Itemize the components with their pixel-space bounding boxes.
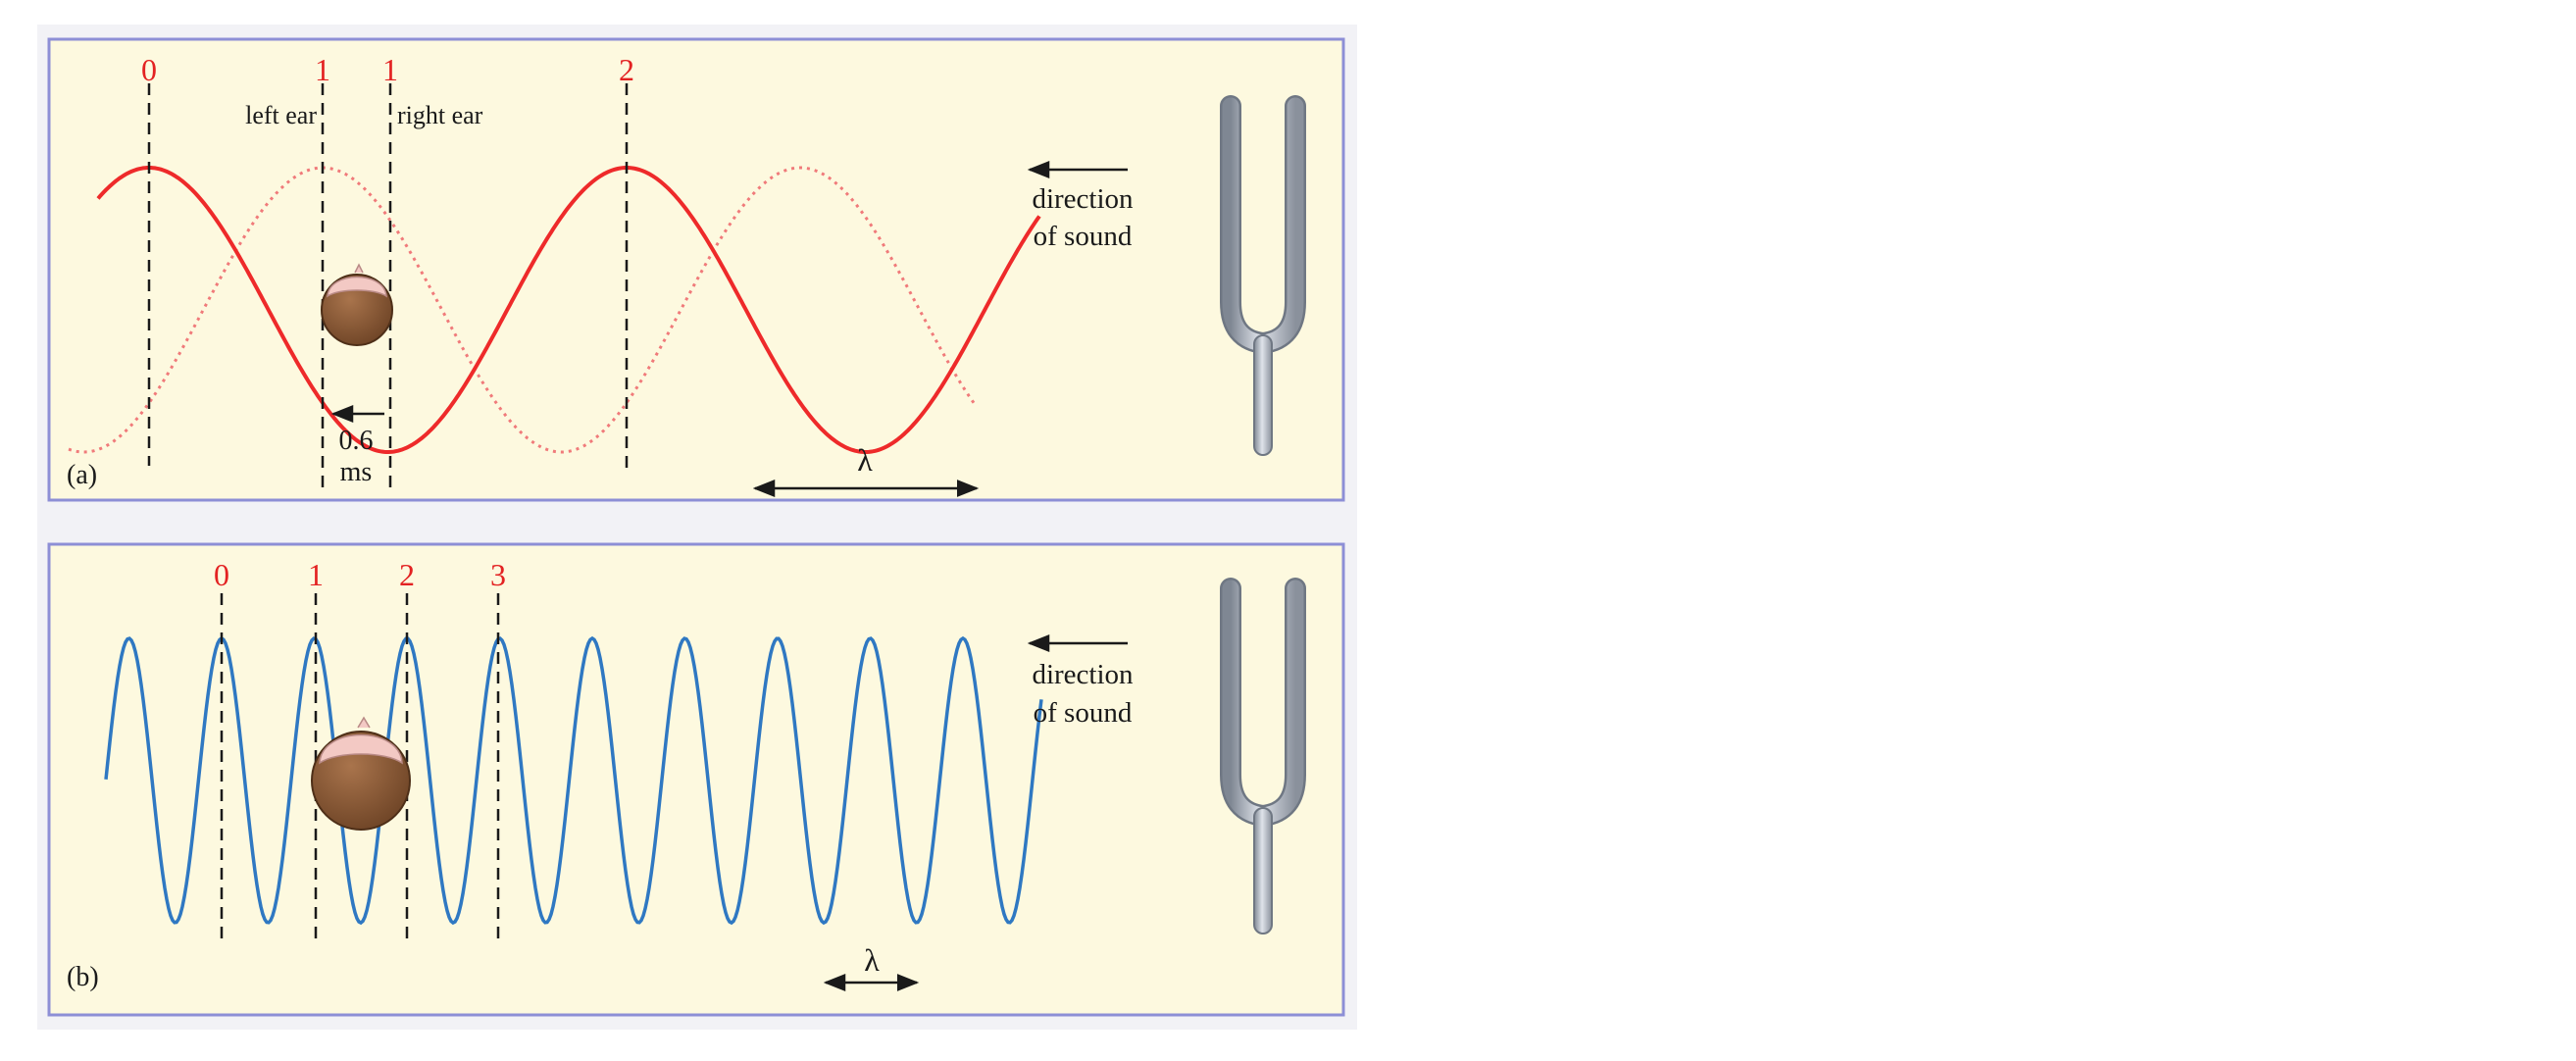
right-ear-label: right ear bbox=[397, 101, 483, 129]
direction-label: direction bbox=[1032, 183, 1134, 215]
marker-label: 0 bbox=[214, 557, 229, 592]
direction-label: of sound bbox=[1034, 697, 1133, 729]
marker-label: 0 bbox=[141, 52, 157, 87]
panel-a-marker-lines bbox=[147, 83, 629, 495]
head-icon bbox=[311, 716, 411, 831]
wavelength-label: λ bbox=[857, 442, 873, 478]
high-frequency-wave bbox=[104, 635, 1043, 926]
left-ear-wave bbox=[96, 166, 1041, 454]
head-icon bbox=[321, 263, 393, 346]
direction-label: direction bbox=[1032, 659, 1134, 690]
panel-a-label: (a) bbox=[67, 460, 97, 490]
panel-a-frame bbox=[47, 37, 1345, 502]
marker-label: 2 bbox=[619, 52, 634, 87]
panel-a-markers: 0 1 1 2 bbox=[141, 52, 634, 87]
right-ear-wave-dotted bbox=[68, 166, 977, 454]
panel-b-frame bbox=[47, 542, 1345, 1017]
wavelength-label: λ bbox=[864, 942, 880, 978]
panel-b-markers: 0 1 2 3 bbox=[214, 557, 506, 592]
marker-label: 1 bbox=[315, 52, 330, 87]
delay-unit: ms bbox=[340, 457, 373, 487]
panel-b: 0 1 2 3 (b) λ direction of sound bbox=[47, 542, 1345, 1017]
marker-label: 3 bbox=[490, 557, 506, 592]
panel-b-label: (b) bbox=[67, 962, 99, 992]
direction-label: of sound bbox=[1034, 221, 1133, 252]
marker-label: 1 bbox=[308, 557, 324, 592]
marker-label: 2 bbox=[399, 557, 415, 592]
panel-a: 0 1 1 2 left ear right ear 0.6 ms (a) λ … bbox=[47, 37, 1345, 502]
delay-value: 0.6 bbox=[339, 426, 374, 456]
panel-a-waves bbox=[68, 166, 1041, 454]
marker-label: 1 bbox=[382, 52, 398, 87]
tuning-fork-icon bbox=[1220, 578, 1306, 935]
tuning-fork-icon bbox=[1220, 95, 1306, 456]
left-ear-label: left ear bbox=[245, 101, 317, 129]
